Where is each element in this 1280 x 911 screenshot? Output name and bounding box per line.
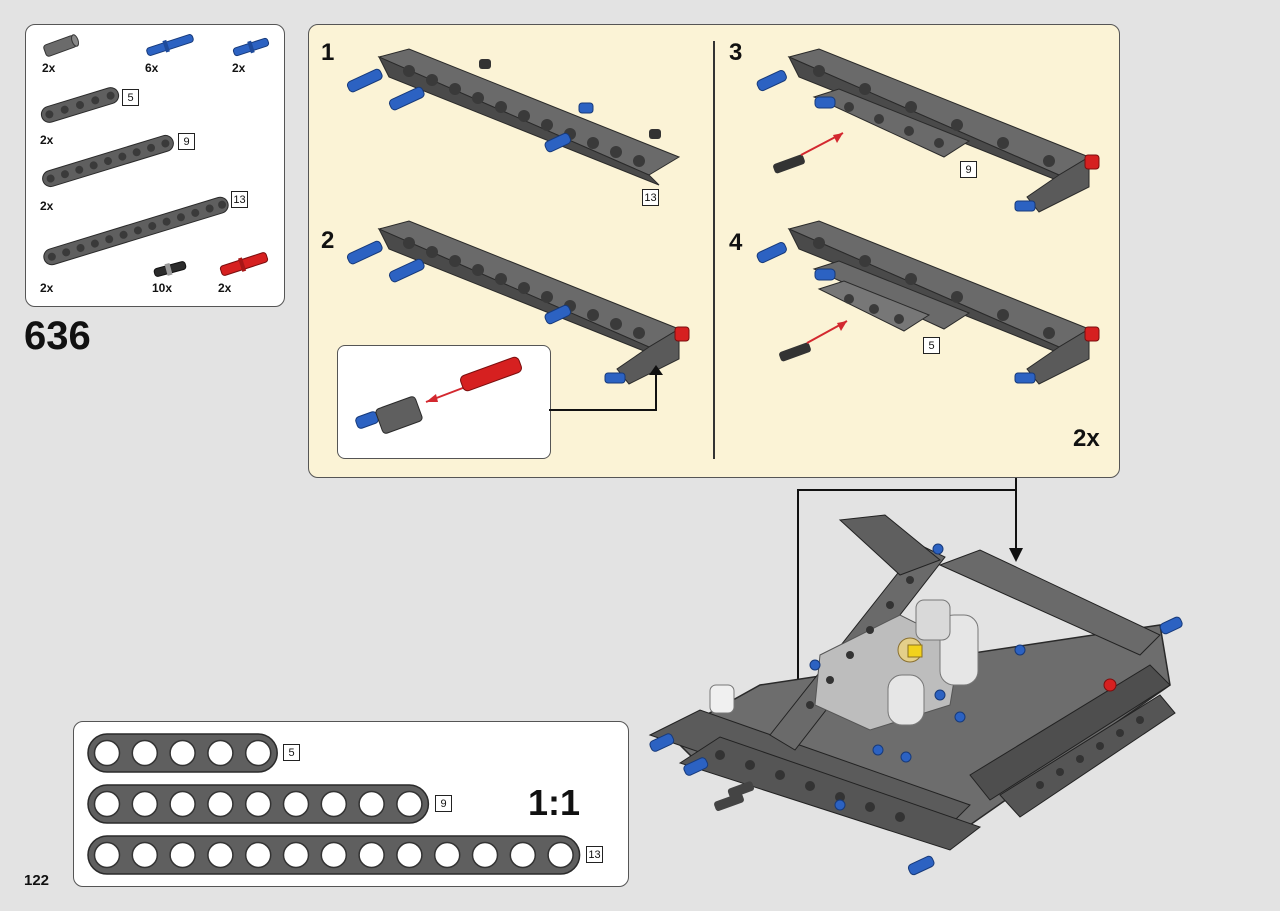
sub-step-number: 4: [729, 229, 743, 256]
blue-long-pin-icon: [146, 34, 194, 56]
panel-divider: [713, 41, 715, 459]
gray-beam-5-icon: [40, 87, 120, 123]
sub-step-number: 1: [321, 39, 335, 66]
ruler-hole: [396, 790, 423, 818]
page-number: 122: [24, 872, 50, 889]
ruler-hole: [433, 841, 461, 869]
part-qty: 6x: [145, 61, 159, 75]
ruler-hole: [207, 790, 234, 818]
callout-box: [337, 345, 551, 459]
callout-arrow: [549, 365, 663, 411]
blue-pin-icon: [232, 37, 270, 57]
red-axle-pin-icon: [219, 252, 269, 276]
ruler-hole: [471, 841, 499, 869]
beam-length-box: 5: [122, 89, 139, 106]
part-qty: 2x: [218, 281, 232, 295]
gray-beam-13-icon: [43, 196, 229, 266]
ruler-hole: [93, 790, 121, 818]
ruler-hole: [282, 790, 310, 818]
ruler-hole: [358, 841, 385, 869]
black-pin-icon: [153, 261, 187, 277]
beam-length-box: 13: [231, 191, 248, 208]
sub-assembly-panel: 1 13 2: [308, 24, 1120, 478]
ruler-hole: [244, 790, 272, 818]
sub-step-number: 2: [321, 227, 335, 254]
beam-assembly-2: [346, 220, 690, 385]
sub-step-number: 3: [729, 39, 743, 66]
beam-length-box: 13: [642, 189, 659, 206]
gray-axle-connector-icon: [43, 34, 80, 57]
beam-assembly-3: [756, 48, 1100, 213]
ruler-hole: [169, 739, 196, 767]
part-qty: 2x: [40, 133, 54, 147]
step-number: 636: [24, 314, 91, 358]
beam-assembly-4: [756, 220, 1100, 385]
parts-list-box: 2x 6x 2x 5 2x 9 2x: [25, 24, 285, 307]
ruler-hole: [207, 739, 234, 767]
main-assembly-model: [648, 514, 1183, 876]
beam-length-box: 9: [178, 133, 195, 150]
beam-length-box: 5: [923, 337, 940, 354]
ruler-hole: [282, 841, 310, 869]
part-qty: 2x: [40, 199, 54, 213]
beam-length-box: 13: [586, 846, 603, 863]
ruler-hole: [93, 739, 121, 767]
ruler-hole: [207, 841, 234, 869]
gray-beam-9-icon: [42, 134, 174, 188]
scale-ruler-box: 5 9 13 1:1: [73, 721, 629, 887]
ruler-hole: [93, 841, 121, 869]
ruler-hole: [396, 841, 423, 869]
ruler-hole: [131, 841, 159, 869]
ruler-hole: [244, 841, 272, 869]
part-qty: 2x: [42, 61, 56, 75]
ruler-hole: [320, 841, 348, 869]
ruler-hole: [547, 841, 574, 869]
ruler-hole: [358, 790, 385, 818]
ruler-beams: [87, 733, 581, 875]
beam-length-box: 9: [960, 161, 977, 178]
beam-assembly-1: [346, 48, 681, 186]
ruler-hole: [169, 841, 196, 869]
scale-label: 1:1: [528, 782, 581, 823]
ruler-hole: [131, 790, 159, 818]
ruler-hole: [131, 739, 159, 767]
axle-connector-with-red-pin-icon: [355, 356, 522, 434]
ruler-hole: [509, 841, 537, 869]
part-qty: 10x: [152, 281, 173, 295]
ruler-hole: [320, 790, 348, 818]
part-qty: 2x: [232, 61, 246, 75]
ruler-hole: [169, 790, 196, 818]
beam-length-box: 5: [283, 744, 300, 761]
beam-length-box: 9: [435, 795, 452, 812]
part-qty: 2x: [40, 281, 54, 295]
ruler-hole: [244, 739, 272, 767]
sub-assembly-multiplier: 2x: [1073, 425, 1100, 452]
